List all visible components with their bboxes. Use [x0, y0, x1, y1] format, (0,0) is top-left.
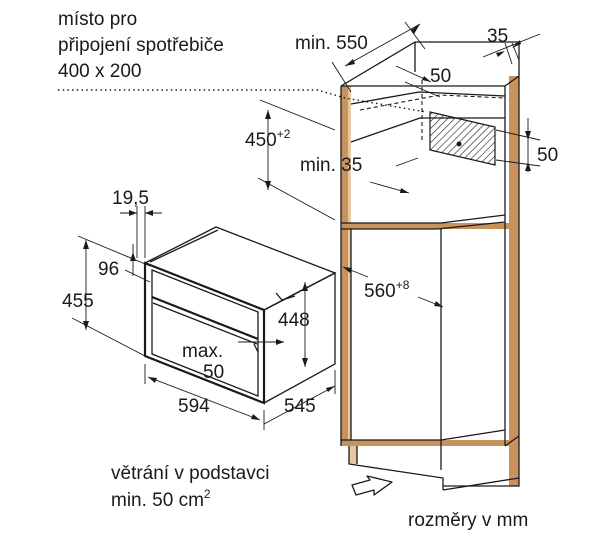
dim-448: 448	[278, 310, 310, 331]
dim-50-right: 50	[537, 145, 558, 166]
outlet-note-line1: místo pro	[58, 9, 137, 30]
dim-50-outlet: 50	[430, 66, 451, 87]
dim-min-550: min. 550	[295, 33, 368, 54]
dim-min-35: min. 35	[300, 155, 362, 176]
dim-455: 455	[62, 291, 94, 312]
ventilation-line2-text: min. 50 cm	[111, 490, 204, 511]
dim-450-value: 450	[245, 130, 277, 151]
outlet-note-line3: 400 x 200	[58, 61, 141, 82]
dim-96: 96	[98, 259, 119, 280]
outlet-leader-line	[58, 89, 427, 113]
ventilation-arrow-icon	[351, 475, 393, 496]
dim-560-value: 560	[364, 281, 396, 302]
ventilation-line2-sup: 2	[204, 487, 211, 501]
outlet-area	[429, 111, 496, 166]
dim-560: 560+8	[364, 278, 410, 302]
outlet-note-line2: připojení spotřebiče	[58, 35, 224, 56]
ventilation-line2: min. 50 cm2	[111, 487, 211, 511]
outlet-note: místo pro připojení spotřebiče 400 x 200	[58, 9, 224, 82]
oven	[143, 226, 337, 405]
tall-cabinet	[340, 41, 520, 491]
dim-450-tolerance: +2	[277, 127, 291, 141]
units-note: rozměry v mm	[408, 510, 528, 531]
dim-560-tolerance: +8	[396, 278, 410, 292]
dimension-lines	[71, 21, 541, 430]
dim-max-line2: 50	[203, 362, 224, 383]
dim-max-line1: max.	[182, 341, 223, 362]
dim-19-5: 19,5	[112, 188, 149, 209]
dim-594: 594	[178, 396, 210, 417]
dim-450: 450+2	[245, 127, 291, 151]
dim-35-top: 35	[487, 26, 508, 47]
dim-545: 545	[284, 396, 316, 417]
ventilation-line1: větrání v podstavci	[111, 463, 269, 484]
ventilation-note: větrání v podstavci min. 50 cm2	[111, 463, 269, 511]
